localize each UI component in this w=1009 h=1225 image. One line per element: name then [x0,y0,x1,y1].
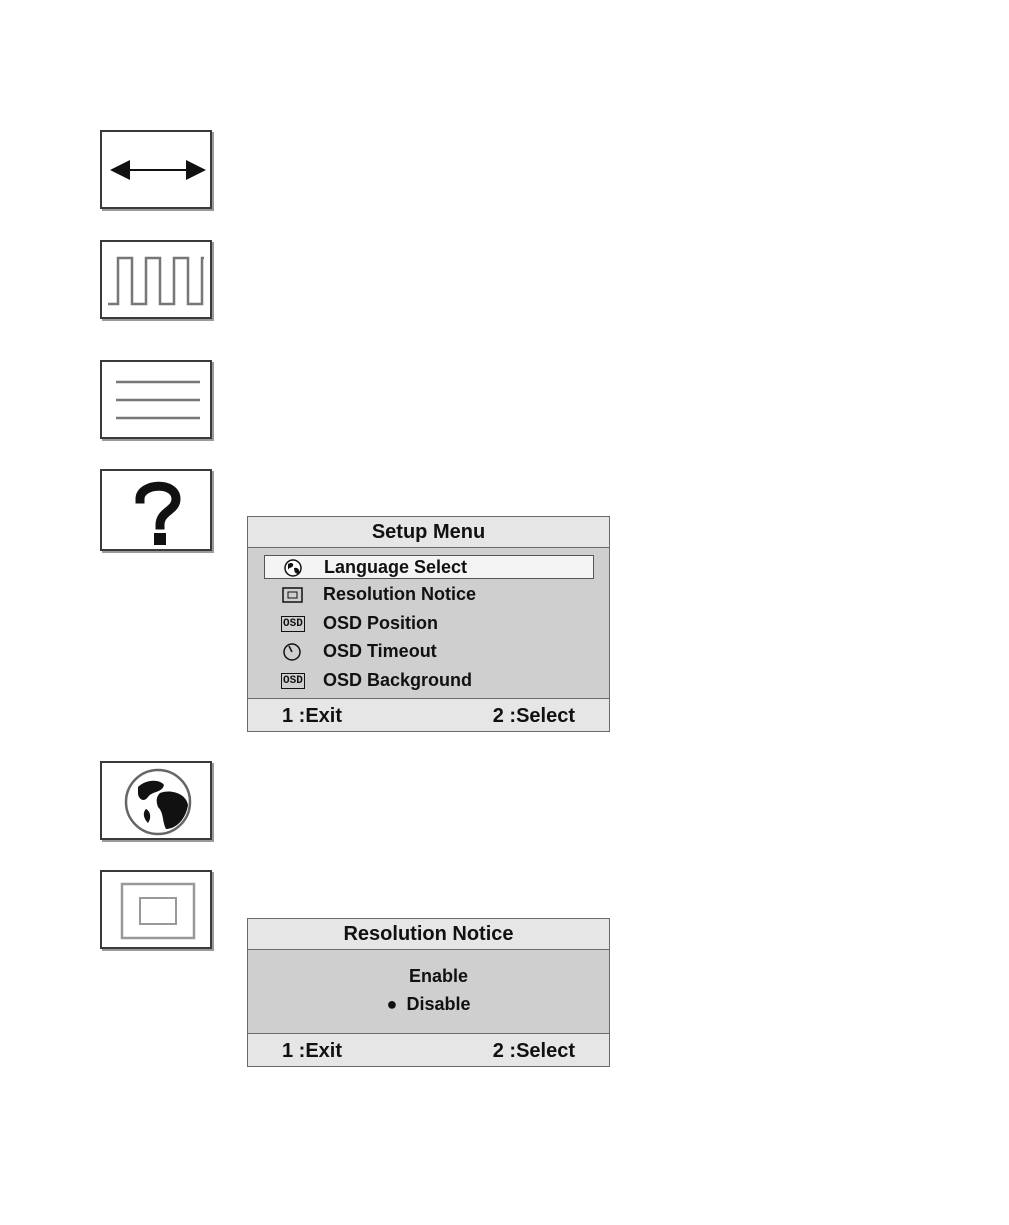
menu-item-osd-timeout[interactable]: OSD Timeout [264,640,594,664]
menu-item-label: Language Select [324,557,467,578]
resolution-notice-osd: Resolution Notice Enable ●Disable 1 :Exi… [247,918,610,1067]
exit-hint: 1 :Exit [282,1040,342,1063]
osd-icon: OSD [281,671,305,691]
menu-item-osd-background[interactable]: OSD OSD Background [264,669,594,693]
option-disable[interactable]: ●Disable [248,994,609,1015]
timer-icon [281,642,305,662]
resolution-notice-footer: 1 :Exit 2 :Select [248,1033,609,1066]
resolution-notice-title: Resolution Notice [248,919,609,950]
language-select-icon [100,761,212,840]
option-label: Enable [409,966,468,986]
menu-item-language-select[interactable]: Language Select [264,555,594,579]
setup-menu-footer: 1 :Exit 2 :Select [248,698,609,731]
option-enable[interactable]: Enable [248,966,609,987]
osd-badge: OSD [281,673,305,689]
globe-icon [282,558,306,578]
select-hint: 2 :Select [493,705,575,728]
select-hint: 2 :Select [493,1040,575,1063]
setup-menu-icon [100,469,212,551]
osd-icon: OSD [281,614,305,634]
osd-badge: OSD [281,616,305,632]
menu-item-label: Resolution Notice [323,584,476,605]
option-label: Disable [406,994,470,1014]
resolution-icon [281,585,305,605]
menu-item-resolution-notice[interactable]: Resolution Notice [264,583,594,607]
menu-item-label: OSD Timeout [323,641,437,662]
setup-menu-osd: Setup Menu Language Select Resolution No… [247,516,610,732]
setup-menu-title: Setup Menu [248,517,609,548]
exit-hint: 1 :Exit [282,705,342,728]
radio-selected-icon: ● [386,994,406,1015]
phase-icon [100,360,212,439]
h-position-icon [100,130,212,209]
menu-item-label: OSD Position [323,613,438,634]
menu-item-label: OSD Background [323,670,472,691]
clock-icon [100,240,212,319]
menu-item-osd-position[interactable]: OSD OSD Position [264,612,594,636]
resolution-notice-icon [100,870,212,949]
